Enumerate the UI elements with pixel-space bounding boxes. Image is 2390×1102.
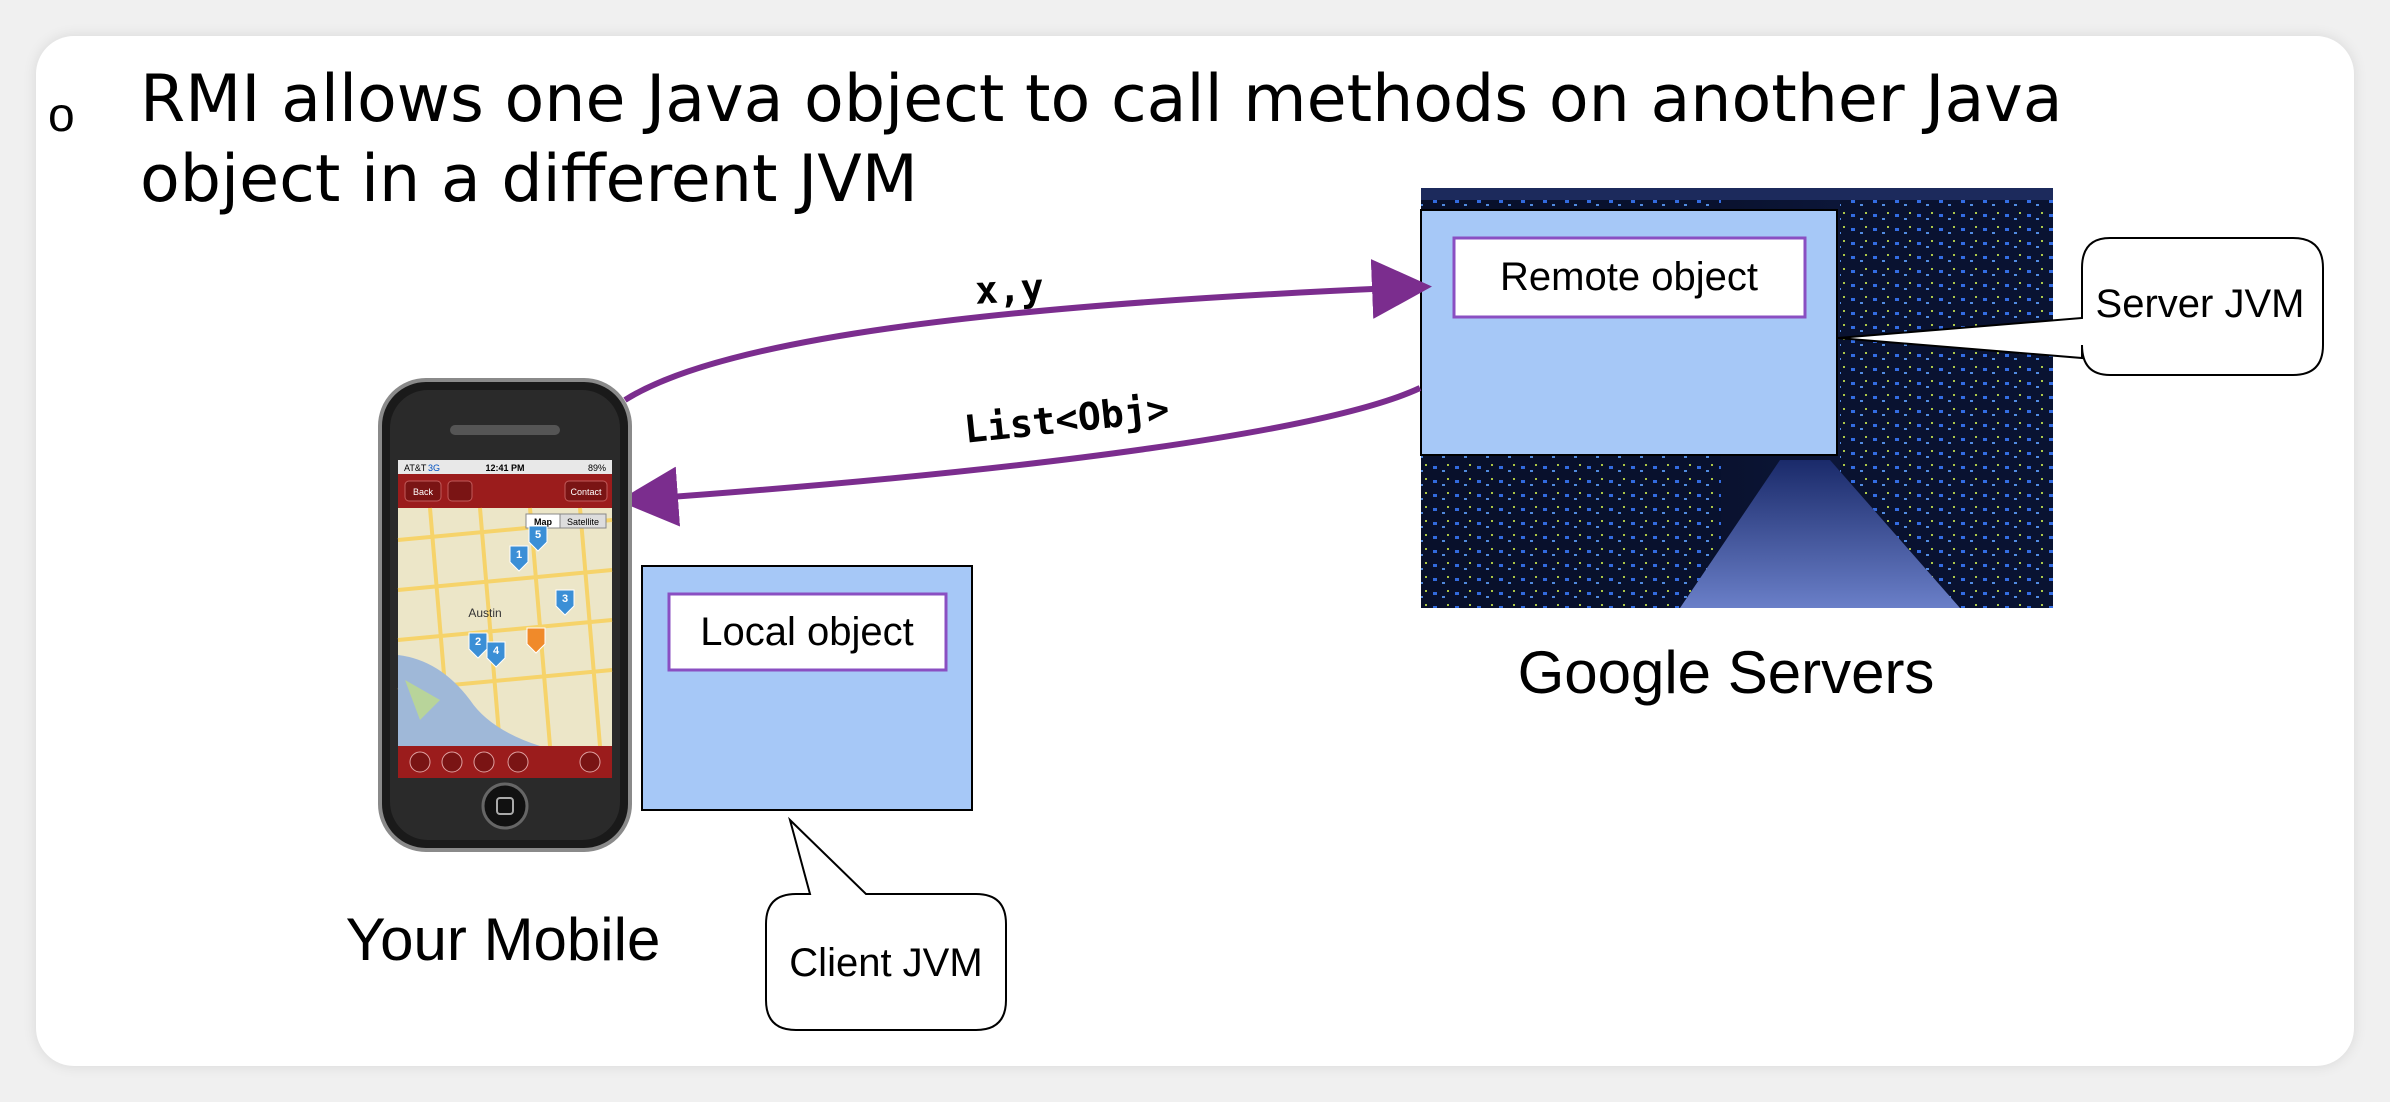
remote-object-box [1452,236,1807,319]
phone-map: Map Satellite Austin 5 1 3 24 [397,507,613,747]
phone-add-icon [441,751,463,773]
map-pin: 2 [468,632,488,659]
your-mobile-caption: Your Mobile [346,906,661,973]
map-pin-label: 1 [516,549,522,561]
phone-time: 12:41 PM [485,463,524,473]
client-jvm-label: Client JVM [789,941,982,985]
phone-carrier: AT&T [404,463,427,473]
phone-home-icon [409,751,431,773]
phone-info-icon [579,751,601,773]
phone-network: 3G [428,463,440,473]
phone-twitter-icon [473,751,495,773]
map-pin: 1 [509,545,529,572]
bullet-text: RMI allows one Java object to call metho… [140,62,2063,217]
phone-map-tab: Map [534,517,553,527]
phone-satellite-tab: Satellite [567,517,599,527]
map-pin: 4 [486,641,506,668]
phone-back-button: Back [413,487,434,497]
map-pin-label: 4 [493,645,500,657]
bullet-marker: o [48,89,75,142]
local-object-box [667,592,948,672]
map-pin: 5 [528,525,548,552]
client-jvm-callout [765,816,1007,1031]
call-arrow-label: x,y [974,265,1045,313]
map-pin-label: 5 [535,529,541,541]
return-arrow [618,385,1422,527]
server-jvm-label: Server JVM [2096,282,2305,326]
google-servers-caption: Google Servers [1518,639,1935,706]
server-jvm-callout [1837,237,2324,376]
phone-contact-button: Contact [570,487,602,497]
phone-image: AT&T 3G 12:41 PM 89% Back Contact Map Sa… [378,378,632,852]
return-arrow-label: List<Obj> [962,386,1171,451]
map-pin-label: 3 [562,593,568,605]
map-pin: 3 [555,589,575,616]
phone-city-label: Austin [468,606,501,620]
phone-battery: 89% [588,463,606,473]
phone-menu-icon [447,480,473,502]
map-pin-label: 2 [475,636,481,648]
call-arrow [623,258,1432,403]
phone-more-icon [507,751,529,773]
remote-object-label: Remote object [1500,255,1758,299]
map-pins: 5 1 3 24 [468,525,575,668]
map-pin-highlight [526,627,546,654]
local-object-label: Local object [700,610,913,654]
